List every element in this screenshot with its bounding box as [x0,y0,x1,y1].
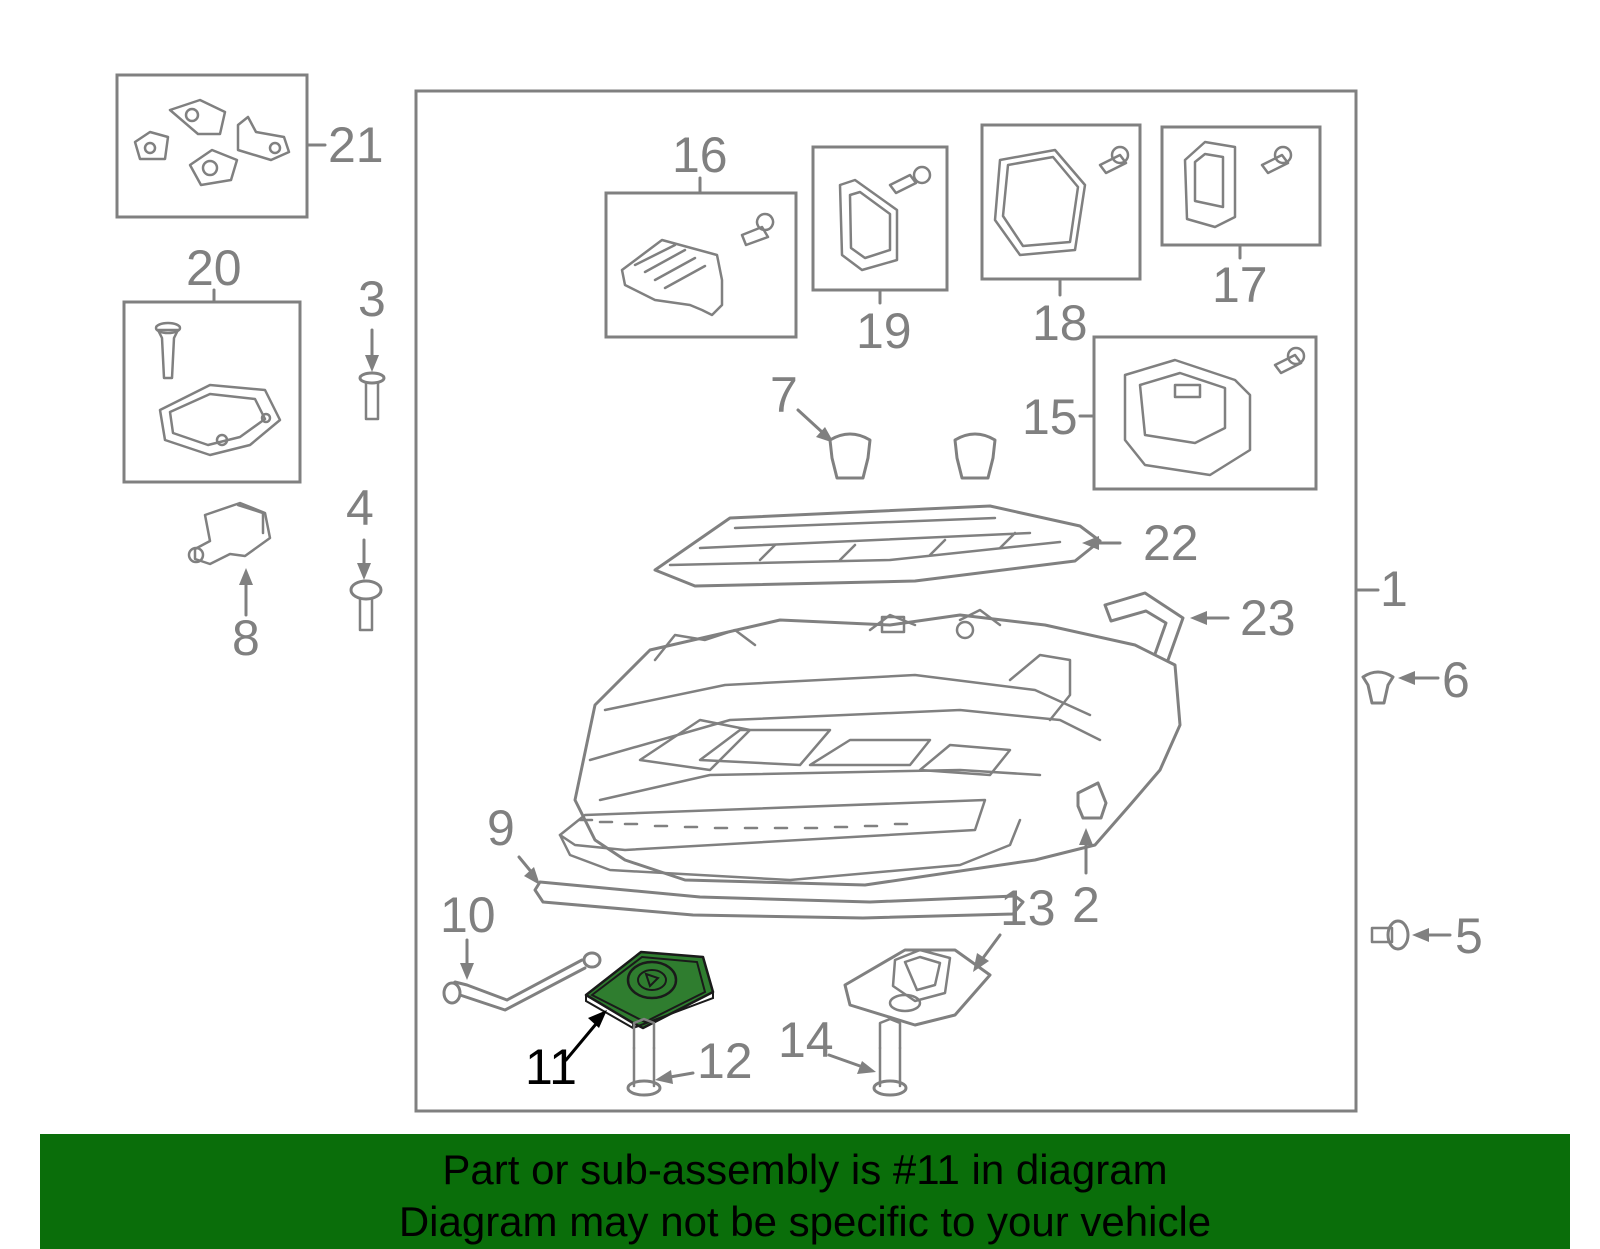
callout-17[interactable]: 17 [1212,257,1268,313]
callout-22[interactable]: 22 [1143,515,1199,571]
part-3-fastener[interactable] [358,328,386,421]
part-10-wire[interactable] [442,938,602,1012]
headlamp-housing[interactable] [558,608,1182,887]
part-13-base[interactable] [843,933,1002,1027]
part-9-trim[interactable] [517,855,1025,920]
callout-11[interactable]: 11 [525,1039,577,1095]
part-22-lens[interactable] [653,504,1122,588]
part-21-group[interactable] [115,73,327,219]
callout-21[interactable]: 21 [328,117,384,173]
part-20-group[interactable] [122,300,302,484]
part-12-fastener[interactable] [626,1017,695,1097]
part-5-fastener[interactable] [1370,919,1452,951]
banner-line-1: Part or sub-assembly is #11 in diagram [442,1146,1168,1193]
part-16-group[interactable] [604,191,798,339]
callout-1[interactable]: 1 [1380,561,1408,617]
part-18-group[interactable] [980,123,1142,297]
part-4-fastener[interactable] [349,538,383,632]
callout-14[interactable]: 14 [778,1012,834,1068]
part-11-module[interactable] [564,950,715,1062]
callout-18[interactable]: 18 [1032,295,1088,351]
part-19-group[interactable] [811,145,949,305]
callout-15[interactable]: 15 [1022,389,1078,445]
callout-6[interactable]: 6 [1442,652,1470,708]
callout-20[interactable]: 20 [186,240,242,296]
info-banner: Part or sub-assembly is #11 in diagram D… [40,1134,1570,1249]
callout-23[interactable]: 23 [1240,590,1296,646]
callout-4[interactable]: 4 [346,480,374,536]
callout-5[interactable]: 5 [1455,908,1483,964]
callout-8[interactable]: 8 [232,610,260,666]
part-17-group[interactable] [1160,125,1322,260]
part-15-group[interactable] [1092,335,1318,491]
part-7-clips[interactable] [796,408,997,480]
callout-10[interactable]: 10 [440,887,496,943]
part-6-clip[interactable] [1361,670,1440,705]
part-2-clip[interactable] [1076,781,1108,875]
callout-3[interactable]: 3 [358,271,386,327]
callout-16[interactable]: 16 [672,127,728,183]
callout-13[interactable]: 13 [1000,880,1056,936]
callout-19[interactable]: 19 [856,303,912,359]
part-14-fastener[interactable] [827,1017,908,1097]
part-8-group[interactable] [187,501,272,617]
banner-line-2: Diagram may not be specific to your vehi… [398,1198,1212,1245]
main-assembly-frame [414,89,1358,1113]
callout-9[interactable]: 9 [487,800,515,856]
callout-7[interactable]: 7 [770,367,798,423]
callout-2[interactable]: 2 [1072,877,1100,933]
callout-12[interactable]: 12 [697,1033,753,1089]
